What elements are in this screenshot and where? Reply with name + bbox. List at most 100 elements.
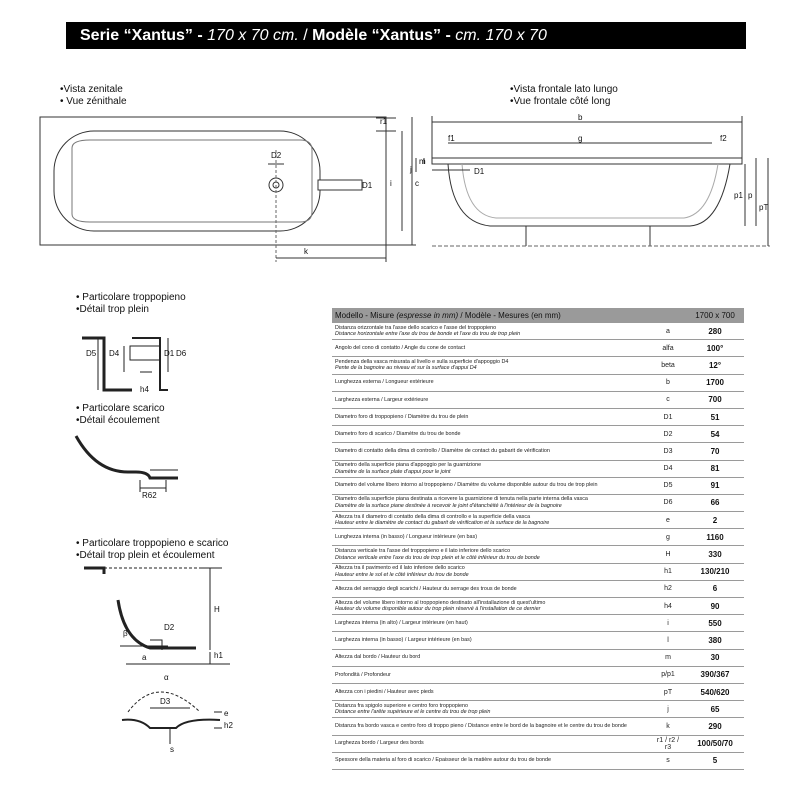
row-description: Altezza tra il diametro di contatto dell…	[332, 511, 650, 530]
row-symbol: b	[650, 374, 687, 392]
label-r1: r1	[380, 117, 388, 126]
row-description: Angolo del cono di contatto / Angle du c…	[332, 339, 650, 358]
table-row: Lunghezza interna (in basso) / Longueur …	[332, 528, 745, 547]
row-description-it: Spessore della materia al foro di scaric…	[335, 757, 552, 764]
row-description-fr: Distance horizontale entre l'axe du trou…	[335, 331, 521, 338]
table-row: Pendenza della vasca misurata al livello…	[332, 356, 745, 375]
row-value: 390/367	[686, 666, 745, 684]
title-serie: Serie “Xantus”	[80, 27, 193, 44]
row-value: 81	[686, 460, 745, 478]
row-description: Distanza verticale tra l'asse del troppo…	[332, 545, 650, 564]
label-p1: p1	[734, 191, 743, 200]
row-description-it: Distanza verticale tra l'asse del troppo…	[335, 547, 511, 554]
label-i: i	[390, 179, 392, 188]
row-description-it: Diametro di contatto della dima di contr…	[335, 448, 550, 455]
table-row: Altezza del serraggio degli scarichi / H…	[332, 580, 745, 599]
label-g: g	[578, 134, 582, 143]
row-description: Distanza orizzontale tra l'asse dello sc…	[332, 322, 650, 341]
row-description: Altezza del volume libero intorno al tro…	[332, 597, 650, 616]
combo-detail-label-it: • Particolare troppopieno e scarico	[76, 538, 229, 549]
label-h4: h4	[140, 385, 149, 394]
row-symbol: h1	[650, 563, 687, 581]
row-value: 550	[686, 614, 745, 633]
label-d5: D5	[86, 349, 97, 358]
top-view-label-it: •Vista zenitale	[60, 84, 123, 95]
label-e: e	[224, 709, 229, 718]
label-d1-front: D1	[474, 167, 485, 176]
overflow-detail-label-it: • Particolare troppopieno	[76, 292, 186, 303]
table-row: Diametro della superficie piana destinat…	[332, 494, 745, 513]
row-description-it: Altezza del serraggio degli scarichi / H…	[335, 585, 517, 592]
label-k: k	[304, 247, 309, 256]
row-description: Diametro di contatto della dima di contr…	[332, 442, 650, 461]
row-description-it: Altezza del volume libero intorno al tro…	[335, 599, 546, 606]
table-row: Diametro del volume libero intorno al tr…	[332, 477, 745, 495]
label-beta: β	[123, 629, 128, 638]
label-d1: D1	[362, 181, 373, 190]
table-row: Altezza tra il pavimento ed il lato infe…	[332, 563, 745, 581]
label-h2: h2	[224, 721, 233, 730]
label-s: s	[170, 745, 174, 754]
table-row: Distanza orizzontale tra l'asse dello sc…	[332, 322, 745, 341]
label-alpha: α	[164, 673, 169, 682]
table-row: Altezza del volume libero intorno al tro…	[332, 597, 745, 616]
row-description-it: Distanza fra bordo vasca e centro foro d…	[335, 723, 627, 730]
title-bar: Serie “Xantus” - 170 x 70 cm. / Modèle “…	[66, 22, 746, 49]
table-row: Larghezza interna (in alto) / Largeur in…	[332, 614, 745, 633]
row-description: Altezza tra il pavimento ed il lato infe…	[332, 563, 650, 581]
row-description: Larghezza interna (in basso) / Largeur i…	[332, 631, 650, 650]
row-symbol: a	[650, 322, 687, 341]
label-c: c	[415, 179, 419, 188]
row-value: 6	[686, 580, 745, 599]
spec-header-it-italic: (espresse in mm)	[396, 310, 459, 320]
title-sep: -	[192, 27, 208, 44]
row-description: Spessore della materia al foro di scaric…	[332, 752, 650, 770]
row-symbol: beta	[650, 356, 687, 375]
row-value: 30	[686, 649, 745, 667]
table-row: Angolo del cono di contatto / Angle du c…	[332, 339, 745, 358]
row-value: 2	[686, 511, 745, 530]
row-symbol: j	[650, 700, 687, 719]
label-pt: pT	[759, 203, 768, 212]
row-value: 65	[686, 700, 745, 719]
label-h1: h1	[214, 651, 223, 660]
label-f1: f1	[448, 134, 455, 143]
label-f2: f2	[720, 134, 727, 143]
row-value: 5	[686, 752, 745, 770]
row-value: 91	[686, 477, 745, 495]
title-slash: /	[298, 27, 313, 44]
table-row: Diametro foro di scarico / Diamètre du t…	[332, 425, 745, 444]
row-symbol: alfa	[650, 339, 687, 358]
front-view-label-it: •Vista frontale lato lungo	[510, 84, 618, 95]
row-value: 100°	[686, 339, 745, 358]
front-view-label: •Vista frontale lato lungo •Vue frontale…	[510, 84, 618, 108]
row-value: 540/620	[686, 683, 745, 702]
label-d2-detail: D2	[164, 623, 175, 632]
row-description-it: Distanza orizzontale tra l'asse dello sc…	[335, 324, 497, 331]
label-d1-detail: D1	[164, 349, 175, 358]
row-description-fr: Hauteur du volume disponible autour du t…	[335, 606, 541, 613]
front-view-label-fr: •Vue frontale côté long	[510, 96, 611, 107]
row-value: 330	[686, 545, 745, 564]
row-description-fr: Distance verticale entre l'axe du trou d…	[335, 554, 540, 561]
table-row: Spessore della materia al foro di scaric…	[332, 752, 745, 770]
row-description-fr: Hauteur entre le diamètre de contact du …	[335, 520, 550, 527]
spec-table: Modello - Misure (espresse in mm) / Modè…	[332, 308, 745, 770]
title-dim-fr: cm. 170 x 70	[455, 27, 547, 44]
row-symbol: p/p1	[650, 666, 687, 684]
row-description-it: Angolo del cono di contatto / Angle du c…	[335, 344, 466, 351]
label-r62: R62	[142, 491, 157, 500]
row-symbol: pT	[650, 683, 687, 702]
row-symbol: c	[650, 391, 687, 409]
row-description: Pendenza della vasca misurata al livello…	[332, 356, 650, 375]
drain-detail-label-fr: •Détail écoulement	[76, 415, 160, 426]
row-value: 280	[686, 322, 745, 341]
row-description: Diametro della superficie piana destinat…	[332, 494, 650, 513]
row-value: 54	[686, 425, 745, 444]
drain-detail-label: • Particolare scarico •Détail écoulement	[76, 403, 165, 427]
row-description-it: Altezza con i piedini / Hauteur avec pie…	[335, 688, 434, 695]
row-value: 90	[686, 597, 745, 616]
